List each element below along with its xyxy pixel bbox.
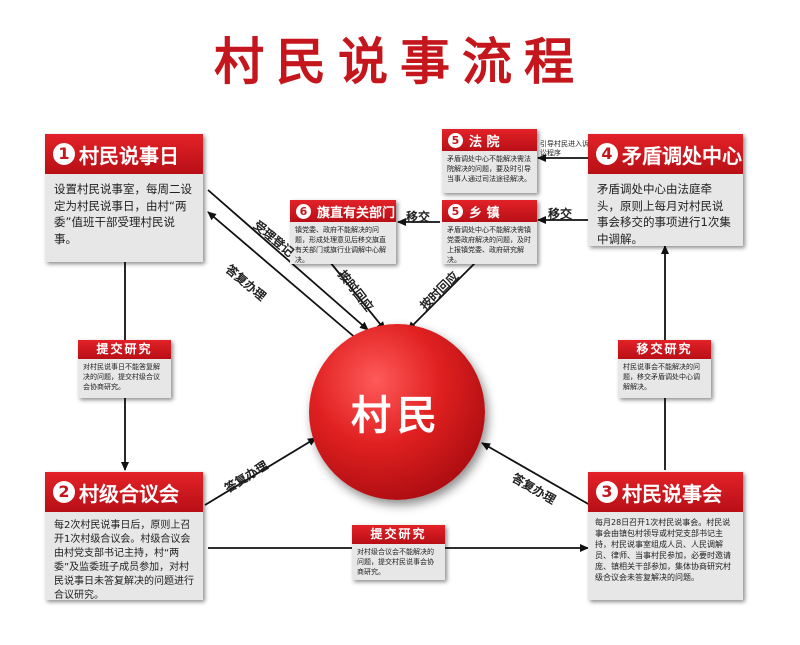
step-1-title: 村民说事日: [79, 143, 179, 168]
note-left-text: 对村民说事日不能答复解决的问题，提交村级合议会协商研究。: [83, 363, 160, 391]
step-5-township-box: 5 乡 镇 矛盾调处中心不能解决需镇党委政府解决的问题，及时上报镇党委、政府研究…: [442, 200, 537, 264]
label-transfer-1: 移交: [548, 207, 573, 221]
arrow-reply-1: [207, 211, 359, 341]
note-bottom-text: 对村级合议会不能解决的问题，提交村民说事会协商研究。: [357, 548, 434, 576]
step-2-box: 2 村级合议会 每2次村民说事日后，原则上召开1次村级合议会。村级合议会由村党支…: [45, 472, 203, 601]
step-3-header: 3 村民说事会: [588, 472, 743, 512]
center-villagers: 村民: [309, 324, 485, 500]
step-4-title: 矛盾调处中心: [622, 143, 742, 168]
note-left-title: 提交研究: [78, 340, 171, 359]
step-5-court-text: 矛盾调处中心不能解决需法院解决的问题，要及时引导当事人通过司法途径解决。: [447, 155, 531, 183]
note-bottom: 提交研究 对村级合议会不能解决的问题，提交村民说事会协商研究。: [352, 525, 445, 580]
step-2-text: 每2次村民说事日后，原则上召开1次村级合议会。村级合议会由村党支部书记主持，村“…: [54, 520, 194, 601]
step-4-header: 4 矛盾调处中心: [588, 134, 743, 174]
step-5-court-header: 5 法 院: [442, 129, 537, 151]
step-1-header: 1 村民说事日: [45, 134, 203, 174]
step-6-box: 6 旗直有关部门 镇党委、政府不能解决的问题，形成处理意见后移交旗直有关部门或旗…: [290, 200, 396, 264]
page-title: 村民说事流程: [214, 32, 586, 91]
step-number: 3: [596, 481, 618, 503]
note-right-title: 移交研究: [618, 340, 711, 359]
step-number: 5: [448, 203, 463, 219]
step-5-township-header: 5 乡 镇: [442, 200, 537, 222]
step-5-township-title: 乡 镇: [469, 205, 500, 221]
step-number: 5: [448, 132, 463, 148]
label-transfer-2: 移交: [406, 210, 431, 224]
step-5-court-title: 法 院: [469, 134, 500, 150]
note-right-text: 村民说事会不能解决的问题，移交矛盾调处中心调解解决。: [623, 363, 700, 391]
step-number: 2: [53, 481, 75, 503]
arrow-timely-1: [329, 261, 386, 331]
step-3-text: 每月28日召开1次村民说事会。村民说事会由镇包村领导或村党支部书记主持，村民说事…: [595, 518, 731, 582]
step-2-header: 2 村级合议会: [45, 472, 203, 512]
center-label: 村民: [351, 392, 443, 439]
step-1-box: 1 村民说事日 设置村民说事室，每周二设定为村民说事日，由村“两委”值班干部受理…: [45, 134, 203, 262]
step-5-court-box: 5 法 院 矛盾调处中心不能解决需法院解决的问题，要及时引导当事人通过司法途径解…: [442, 129, 537, 193]
arrow-timely-2: [407, 259, 479, 331]
step-1-text: 设置村民说事室，每周二设定为村民说事日，由村“两委”值班干部受理村民说事。: [54, 182, 192, 246]
note-bottom-title: 提交研究: [352, 525, 445, 544]
step-6-header: 6 旗直有关部门: [290, 200, 396, 222]
step-3-title: 村民说事会: [622, 481, 722, 506]
step-4-box: 4 矛盾调处中心 矛盾调处中心由法庭牵头，原则上每月对村民说事会移交的事项进行1…: [588, 134, 743, 246]
step-4-text: 矛盾调处中心由法庭牵头，原则上每月对村民说事会移交的事项进行1次集中调解。: [597, 182, 731, 246]
note-left: 提交研究 对村民说事日不能答复解决的问题，提交村级合议会协商研究。: [78, 340, 171, 398]
arrow-accept: [207, 189, 369, 331]
step-5-township-text: 矛盾调处中心不能解决需镇党委政府解决的问题，及时上报镇党委、政府研究解决。: [447, 226, 531, 264]
step-6-title: 旗直有关部门: [317, 205, 396, 221]
step-2-title: 村级合议会: [79, 481, 179, 506]
step-number: 4: [596, 143, 618, 165]
arrow-reply-2: [204, 437, 317, 506]
note-right: 移交研究 村民说事会不能解决的问题，移交矛盾调处中心调解解决。: [618, 340, 711, 398]
step-number: 1: [53, 143, 75, 165]
step-6-text: 镇党委、政府不能解决的问题，形成处理意见后移交旗直有关部门或旗行业调解中心解决。: [295, 226, 386, 264]
arrow-reply-3: [481, 442, 591, 506]
step-3-box: 3 村民说事会 每月28日召开1次村民说事会。村民说事会由镇包村领导或村党支部书…: [588, 472, 743, 600]
label-guide: 引导村民进入诉讼程序: [540, 140, 589, 157]
step-number: 6: [296, 203, 311, 219]
